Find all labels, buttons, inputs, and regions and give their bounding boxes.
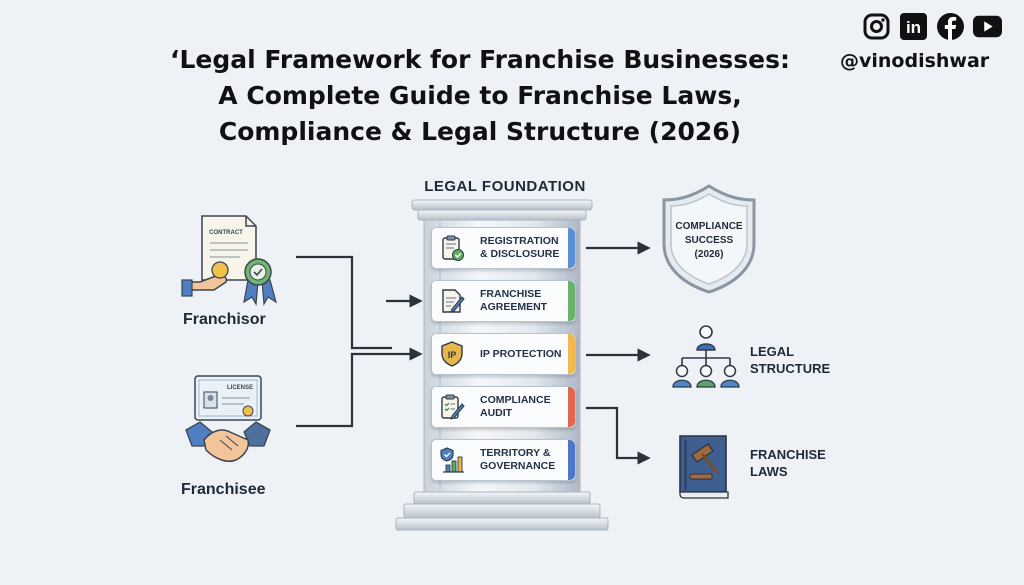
card-franchise-agreement[interactable]: FRANCHISE AGREEMENT: [431, 280, 576, 322]
card-label-line1: COMPLIANCE: [480, 394, 551, 406]
franchise-laws-line-2: LAWS: [750, 464, 788, 479]
franchisee-connector: [296, 347, 423, 428]
card-label: IP PROTECTION: [480, 348, 561, 361]
card-label-line2: AGREEMENT: [480, 301, 548, 313]
compliance-shield-icon: [662, 184, 756, 294]
card-label: REGISTRATION & DISCLOSURE: [480, 235, 559, 261]
card-territory-governance[interactable]: TERRITORY & GOVERNANCE: [431, 439, 576, 481]
right-connectors: [586, 241, 651, 465]
franchise-laws-arrow: [586, 406, 651, 465]
card-accent: [568, 440, 575, 480]
card-label: TERRITORY & GOVERNANCE: [480, 447, 555, 473]
title-line-1: ‘Legal Framework for Franchise Businesse…: [170, 45, 790, 74]
document-pen-icon: [442, 289, 465, 313]
contract-label: CONTRACT: [209, 230, 243, 236]
handshake-icon: [185, 421, 271, 462]
page-title: ‘Legal Framework for Franchise Businesse…: [150, 42, 810, 150]
franchisee-illustration: LICENSE: [185, 375, 271, 462]
youtube-icon[interactable]: [973, 12, 1002, 41]
franchise-laws-line-1: FRANCHISE: [750, 447, 826, 462]
shield-chart-icon: [440, 447, 464, 473]
franchisor-illustration: CONTRACT: [181, 215, 277, 306]
card-label-line2: & DISCLOSURE: [480, 248, 560, 260]
ip-badge-icon: IP: [441, 341, 463, 367]
clipboard-check-icon: [442, 235, 464, 261]
left-connectors: [296, 255, 423, 428]
legal-structure-line-2: STRUCTURE: [750, 361, 831, 376]
shield-line-2: SUCCESS: [684, 235, 734, 246]
ip-badge-text: IP: [448, 350, 457, 360]
shield-line-1: COMPLIANCE: [675, 221, 743, 232]
org-chart-icon: [672, 325, 740, 388]
instagram-icon[interactable]: [862, 12, 891, 41]
social-links: in: [862, 12, 1002, 41]
facebook-icon[interactable]: [936, 12, 965, 41]
card-label-line1: FRANCHISE: [480, 288, 542, 300]
franchisor-label: Franchisor: [183, 311, 266, 328]
hand-coin-icon: [181, 261, 229, 297]
social-handle[interactable]: @vinodishwar: [840, 50, 990, 72]
license-label: LICENSE: [227, 385, 253, 391]
card-label-line1: IP PROTECTION: [480, 347, 562, 360]
card-accent: [568, 281, 575, 321]
card-registration-disclosure[interactable]: REGISTRATION & DISCLOSURE: [431, 227, 576, 269]
compliance-success-text: COMPLIANCE SUCCESS (2026): [664, 220, 754, 262]
card-label-line1: TERRITORY &: [480, 447, 551, 459]
card-label: COMPLIANCE AUDIT: [480, 394, 551, 420]
card-label-line2: GOVERNANCE: [480, 460, 556, 472]
title-line-3: Compliance & Legal Structure (2026): [218, 117, 742, 146]
card-label-line2: AUDIT: [480, 407, 513, 419]
card-accent: [568, 387, 575, 427]
franchise-laws-label: FRANCHISE LAWS: [750, 446, 826, 480]
card-compliance-audit[interactable]: COMPLIANCE AUDIT: [431, 386, 576, 428]
card-accent: [568, 228, 575, 268]
legal-structure-line-1: LEGAL: [750, 344, 795, 359]
linkedin-text: in: [906, 18, 921, 37]
shield-line-3: (2026): [694, 249, 724, 260]
legal-structure-label: LEGAL STRUCTURE: [750, 343, 830, 377]
license-card-icon: LICENSE: [194, 375, 262, 421]
title-line-2: A Complete Guide to Franchise Laws,: [218, 81, 742, 110]
card-accent: [568, 334, 575, 374]
card-label-line1: REGISTRATION: [480, 235, 559, 247]
linkedin-icon[interactable]: in: [899, 12, 928, 41]
pillar-title: LEGAL FOUNDATION: [424, 178, 586, 195]
franchisee-label: Franchisee: [181, 481, 266, 498]
franchisor-connector: [296, 255, 392, 350]
award-badge-icon: [243, 258, 277, 306]
card-ip-protection[interactable]: IP IP PROTECTION: [431, 333, 576, 375]
checklist-pen-icon: [441, 394, 465, 420]
card-label: FRANCHISE AGREEMENT: [480, 288, 547, 314]
law-book-gavel-icon: [679, 435, 729, 499]
